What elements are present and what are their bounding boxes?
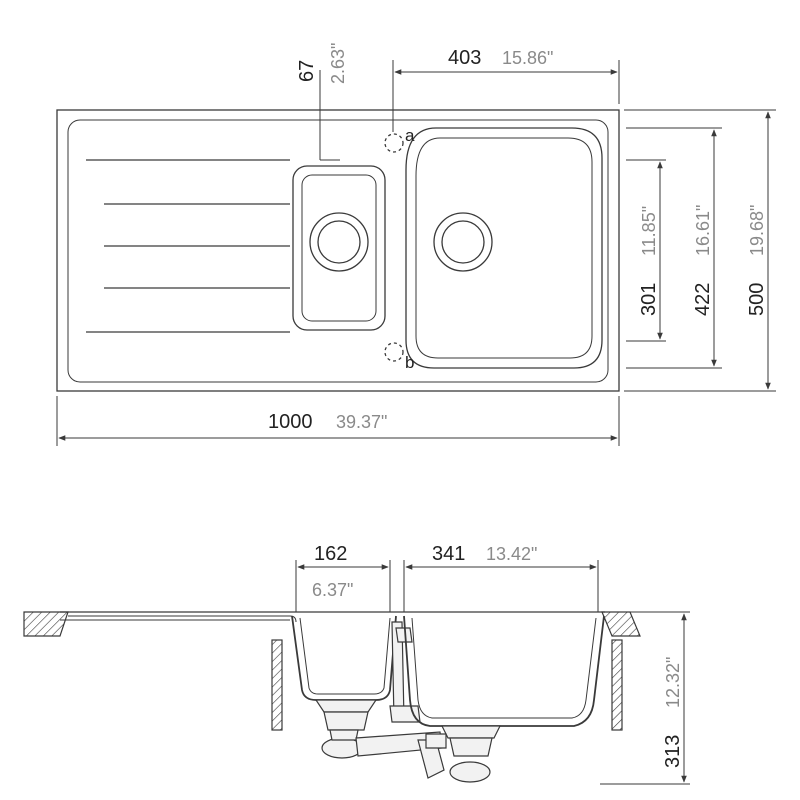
cabinet-panel-left	[271, 639, 283, 731]
main-bowl	[405, 127, 603, 369]
top-view: a b 67 2.63" 403 15.86" 1000 39.37" 301 …	[56, 43, 776, 446]
dim-main-bowl-width-inch: 15.86"	[502, 48, 553, 68]
main-bowl-drain	[433, 212, 493, 272]
sink-outer-outline	[56, 109, 620, 392]
tap-hole-a	[384, 133, 404, 153]
dim-small-bowl-height-inch: 11.85"	[639, 206, 659, 256]
sink-inner-rim	[67, 119, 609, 383]
small-bowl-section	[291, 615, 397, 759]
small-bowl	[292, 165, 386, 331]
cabinet-panel-right	[611, 639, 623, 731]
dim-bowl-depth-mm: 313	[662, 735, 684, 768]
main-bowl-section	[403, 615, 605, 783]
dim-overall-depth-mm: 500	[746, 283, 768, 316]
dim-overall-width-inch: 39.37"	[336, 412, 387, 432]
tap-hole-a-label: a	[405, 126, 415, 145]
dim-overall-width-mm: 1000	[268, 411, 313, 433]
countertop-right	[601, 611, 641, 637]
dim-main-bowl-section-width-mm: 341	[432, 543, 465, 565]
dim-bowl-depth-inch: 12.32"	[663, 657, 683, 708]
dim-overall-depth-inch: 19.68"	[747, 205, 767, 256]
dim-main-bowl-width-mm: 403	[448, 47, 481, 69]
waste-pipe	[355, 731, 447, 779]
dim-small-bowl-width-inch: 6.37"	[312, 580, 353, 600]
drainer-grooves	[86, 159, 290, 333]
section-view: 162 6.37" 341 13.42" 313 12.32"	[23, 543, 690, 785]
dim-main-bowl-height-inch: 16.61"	[693, 205, 713, 256]
dim-main-bowl-height-mm: 422	[692, 283, 714, 316]
dim-tap-offset-mm: 67	[296, 60, 318, 82]
tap-hole-b	[384, 342, 404, 362]
dim-small-bowl-height-mm: 301	[638, 283, 660, 316]
dim-main-bowl-section-width-inch: 13.42"	[486, 544, 537, 564]
dim-small-bowl-width-mm: 162	[314, 543, 347, 565]
dim-tap-offset-inch: 2.63"	[328, 43, 348, 84]
tap-hole-b-label: b	[405, 353, 414, 372]
countertop-left	[23, 611, 69, 637]
small-bowl-drain	[309, 212, 369, 272]
